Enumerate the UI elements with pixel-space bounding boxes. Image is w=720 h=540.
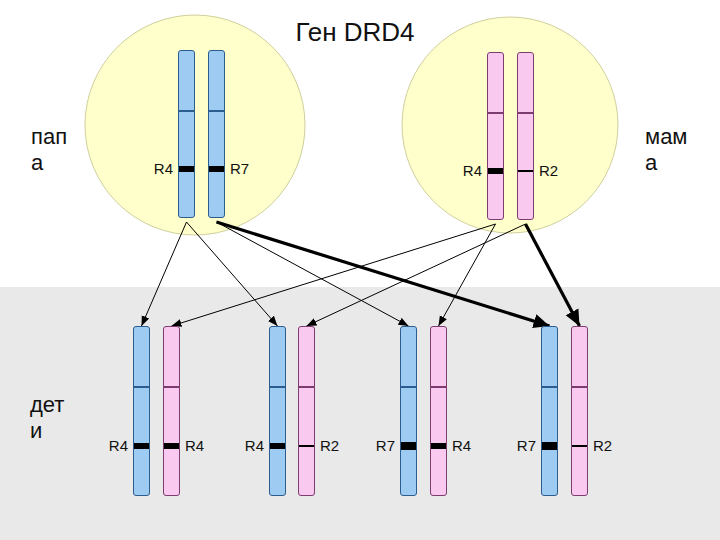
centromere — [488, 112, 503, 114]
centromere — [431, 386, 446, 388]
chromosome: R7 — [400, 326, 417, 496]
inheritance-arrow — [307, 224, 526, 326]
parent-cell: R4R2мама — [402, 17, 618, 233]
allele-label: R7 — [230, 159, 249, 179]
chromosome: R4 — [133, 326, 150, 496]
children-band — [0, 287, 720, 540]
gene-band — [401, 442, 416, 450]
allele-label: R4 — [154, 159, 173, 179]
cell-circle — [85, 15, 305, 235]
parent-cell: R4R7папа — [85, 15, 305, 235]
chromosome: R7 — [541, 326, 558, 496]
chromosome: R7 — [208, 50, 225, 218]
inheritance-arrow — [217, 222, 550, 326]
allele-label: R4 — [463, 161, 482, 181]
inheritance-arrow — [439, 224, 496, 326]
chromosome: R4 — [269, 326, 286, 496]
centromere — [401, 386, 416, 388]
gene-band — [270, 443, 285, 449]
allele-label: R4 — [109, 436, 128, 456]
allele-label: R2 — [593, 436, 612, 456]
allele-label: R4 — [452, 436, 471, 456]
allele-label: R2 — [320, 436, 339, 456]
diagram-title: Ген DRD4 — [205, 16, 505, 48]
gene-band — [542, 442, 557, 450]
gene-band — [488, 168, 503, 174]
chromosome: R2 — [517, 52, 534, 220]
centromere — [134, 386, 149, 388]
centromere — [179, 110, 194, 112]
chromosome: R4 — [163, 326, 180, 496]
chromosome: R4 — [487, 52, 504, 220]
centromere — [299, 386, 314, 388]
allele-label: R7 — [376, 436, 395, 456]
children-group: R4R4R4R2R7R4R7R2дети — [0, 287, 720, 540]
gene-band — [209, 166, 224, 172]
allele-label: R4 — [185, 436, 204, 456]
chromosome: R4 — [178, 50, 195, 218]
centromere — [270, 386, 285, 388]
gene-band — [572, 445, 587, 447]
chromosome: R4 — [430, 326, 447, 496]
inheritance-arrow — [142, 222, 187, 326]
group-label: мама — [645, 124, 693, 176]
group-label: дети — [30, 392, 70, 444]
allele-label: R2 — [539, 161, 558, 181]
allele-label: R7 — [517, 436, 536, 456]
chromosome: R2 — [571, 326, 588, 496]
centromere — [209, 110, 224, 112]
centromere — [572, 386, 587, 388]
centromere — [518, 112, 533, 114]
inheritance-arrow — [172, 224, 496, 326]
gene-band — [431, 443, 446, 449]
cell-circle — [402, 17, 618, 233]
gene-band — [134, 443, 149, 449]
gene-band — [164, 443, 179, 449]
allele-label: R4 — [245, 436, 264, 456]
gene-band — [179, 166, 194, 172]
centromere — [164, 386, 179, 388]
chromosome: R2 — [298, 326, 315, 496]
group-label: папа — [31, 124, 75, 176]
inheritance-arrow — [526, 224, 580, 326]
gene-band — [518, 170, 533, 172]
centromere — [542, 386, 557, 388]
gene-band — [299, 445, 314, 447]
